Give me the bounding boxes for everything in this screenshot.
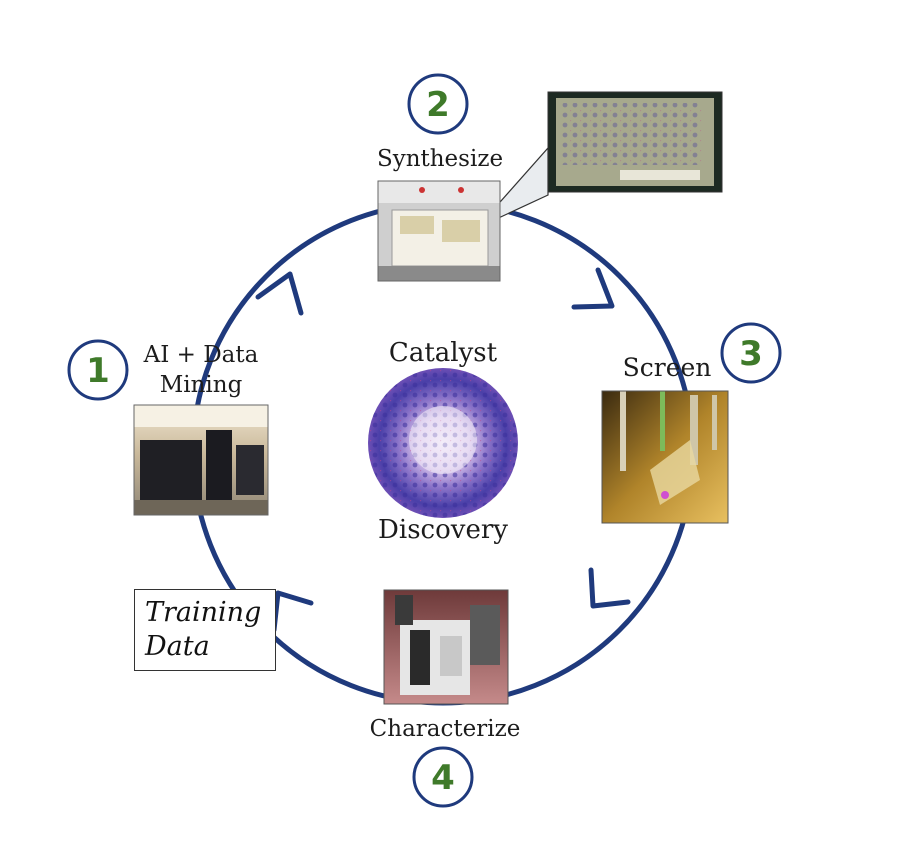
training-data-line1: Training bbox=[145, 597, 262, 628]
cycle-arrow-icon bbox=[571, 267, 615, 310]
characterize-photo bbox=[383, 589, 509, 705]
step-4-label: Characterize bbox=[369, 716, 521, 742]
step-4-badge: 4 bbox=[412, 746, 474, 808]
svg-text:3: 3 bbox=[739, 334, 763, 374]
synthesize-photo bbox=[377, 180, 501, 282]
step-2-badge: 2 bbox=[407, 73, 469, 135]
step-3-badge: 3 bbox=[720, 322, 782, 384]
center-title-top: Catalyst bbox=[388, 338, 498, 368]
center-title-bottom: Discovery bbox=[378, 515, 508, 545]
training-data-box: Training Data bbox=[134, 589, 276, 671]
cycle-arrow-icon bbox=[588, 567, 631, 609]
svg-text:1: 1 bbox=[86, 351, 110, 391]
step-1-label-line1: AI + Data bbox=[143, 342, 259, 368]
svg-text:4: 4 bbox=[431, 758, 455, 798]
screen-photo bbox=[601, 390, 729, 524]
step-2-label: Synthesize bbox=[376, 146, 504, 172]
catalyst-nanoparticle-image bbox=[368, 368, 518, 518]
cycle-arrow-icon bbox=[271, 590, 314, 633]
server-room-photo bbox=[133, 404, 269, 516]
step-3-label: Screen bbox=[622, 353, 712, 382]
cycle-arrow-icon bbox=[255, 271, 304, 316]
step-1-label-line2: Mining bbox=[159, 372, 243, 398]
plate-inset-photo bbox=[547, 91, 723, 193]
training-data-line2: Data bbox=[145, 631, 210, 662]
svg-text:2: 2 bbox=[426, 85, 450, 125]
step-1-badge: 1 bbox=[67, 339, 129, 401]
